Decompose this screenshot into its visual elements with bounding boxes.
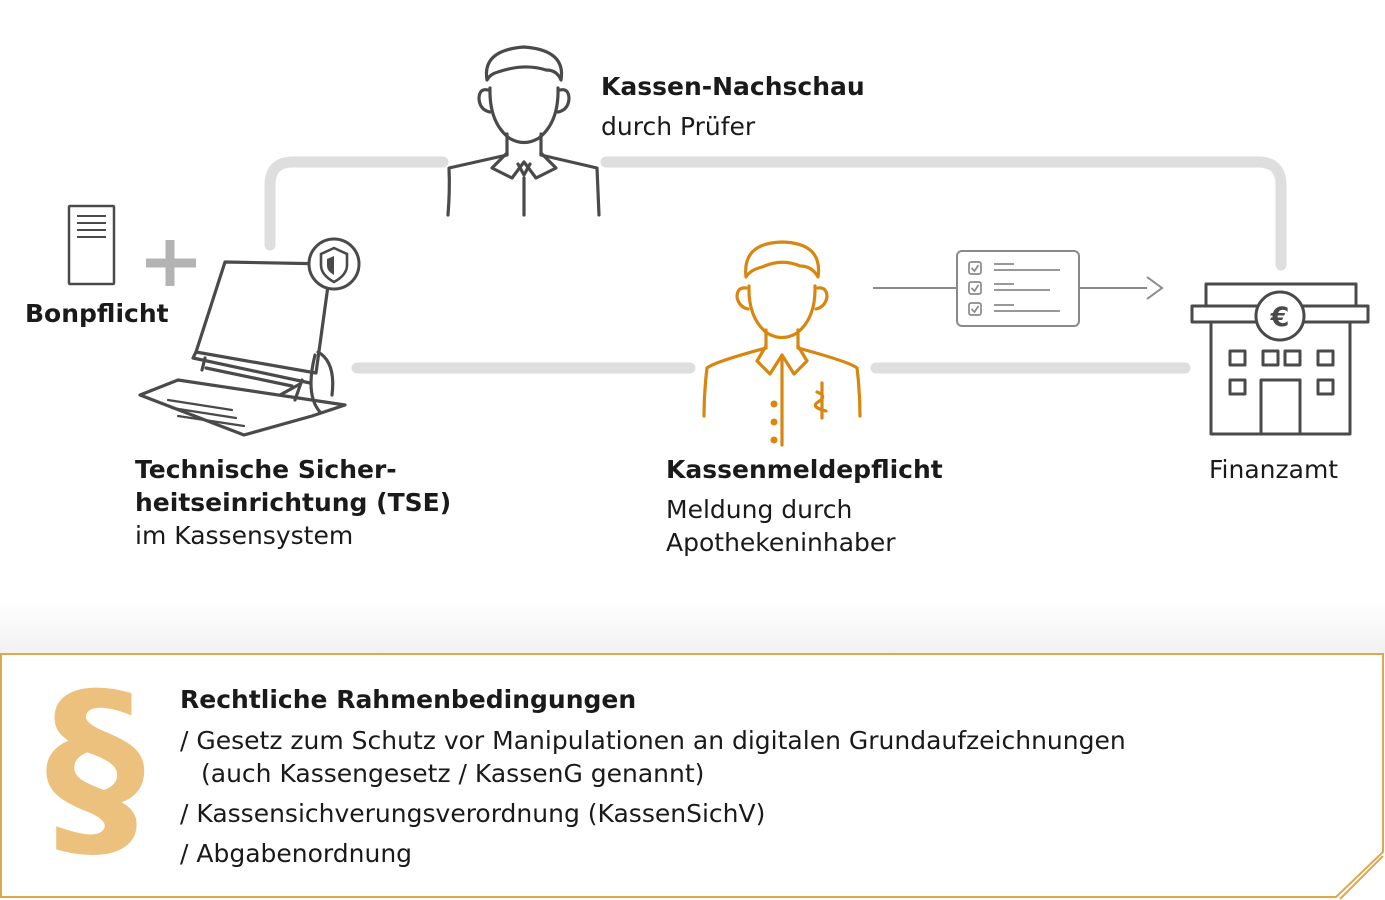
nachschau-subtitle: durch Prüfer [601, 112, 756, 141]
report-arrow [873, 276, 1164, 300]
legal-item: / Abgabenordnung [180, 839, 413, 868]
pharmacist-icon [702, 240, 862, 447]
legal-panel-background [0, 654, 1385, 900]
legal-item: / Kassensichverungsverordnung (KassenSic… [180, 799, 766, 828]
section-divider-gradient [0, 600, 1385, 655]
receipt-icon [67, 204, 116, 286]
shield-icon [307, 237, 361, 291]
tax-office-building-icon [1190, 282, 1370, 436]
person-icon [446, 45, 601, 217]
connector-inspector-to-finanzamt [600, 156, 1287, 271]
legal-title: Rechtliche Rahmenbedingungen [180, 685, 637, 714]
cash-register-icon [138, 260, 347, 437]
meldepflicht-subtitle-line2: Apothekeninhaber [666, 528, 896, 557]
tse-title-line1: Technische Sicher- [135, 455, 397, 484]
legal-frame-corner [1339, 855, 1384, 900]
nachschau-title: Kassen-Nachschau [601, 72, 865, 101]
tse-subtitle: im Kassensystem [135, 521, 354, 550]
legal-item-continuation: (auch Kassengesetz / KassenG genannt) [201, 759, 705, 788]
paragraph-icon: § [45, 651, 145, 884]
checklist-icon [956, 250, 1080, 327]
connector-pos-to-inspector [264, 156, 449, 251]
plus-icon [146, 240, 196, 286]
connectors [264, 156, 1287, 374]
meldepflicht-title: Kassenmeldepflicht [666, 455, 943, 484]
coat-buttons [770, 400, 778, 444]
bonpflicht-title: Bonpflicht [25, 299, 169, 328]
finanzamt-label: Finanzamt [1209, 455, 1339, 484]
meldepflicht-subtitle-line1: Meldung durch [666, 495, 853, 524]
legal-frame [0, 653, 1384, 898]
legal-item: / Gesetz zum Schutz vor Manipulationen a… [180, 726, 1126, 755]
euro-glyph: € [1270, 302, 1290, 333]
tse-title-line2: heitseinrichtung (TSE) [135, 488, 452, 517]
